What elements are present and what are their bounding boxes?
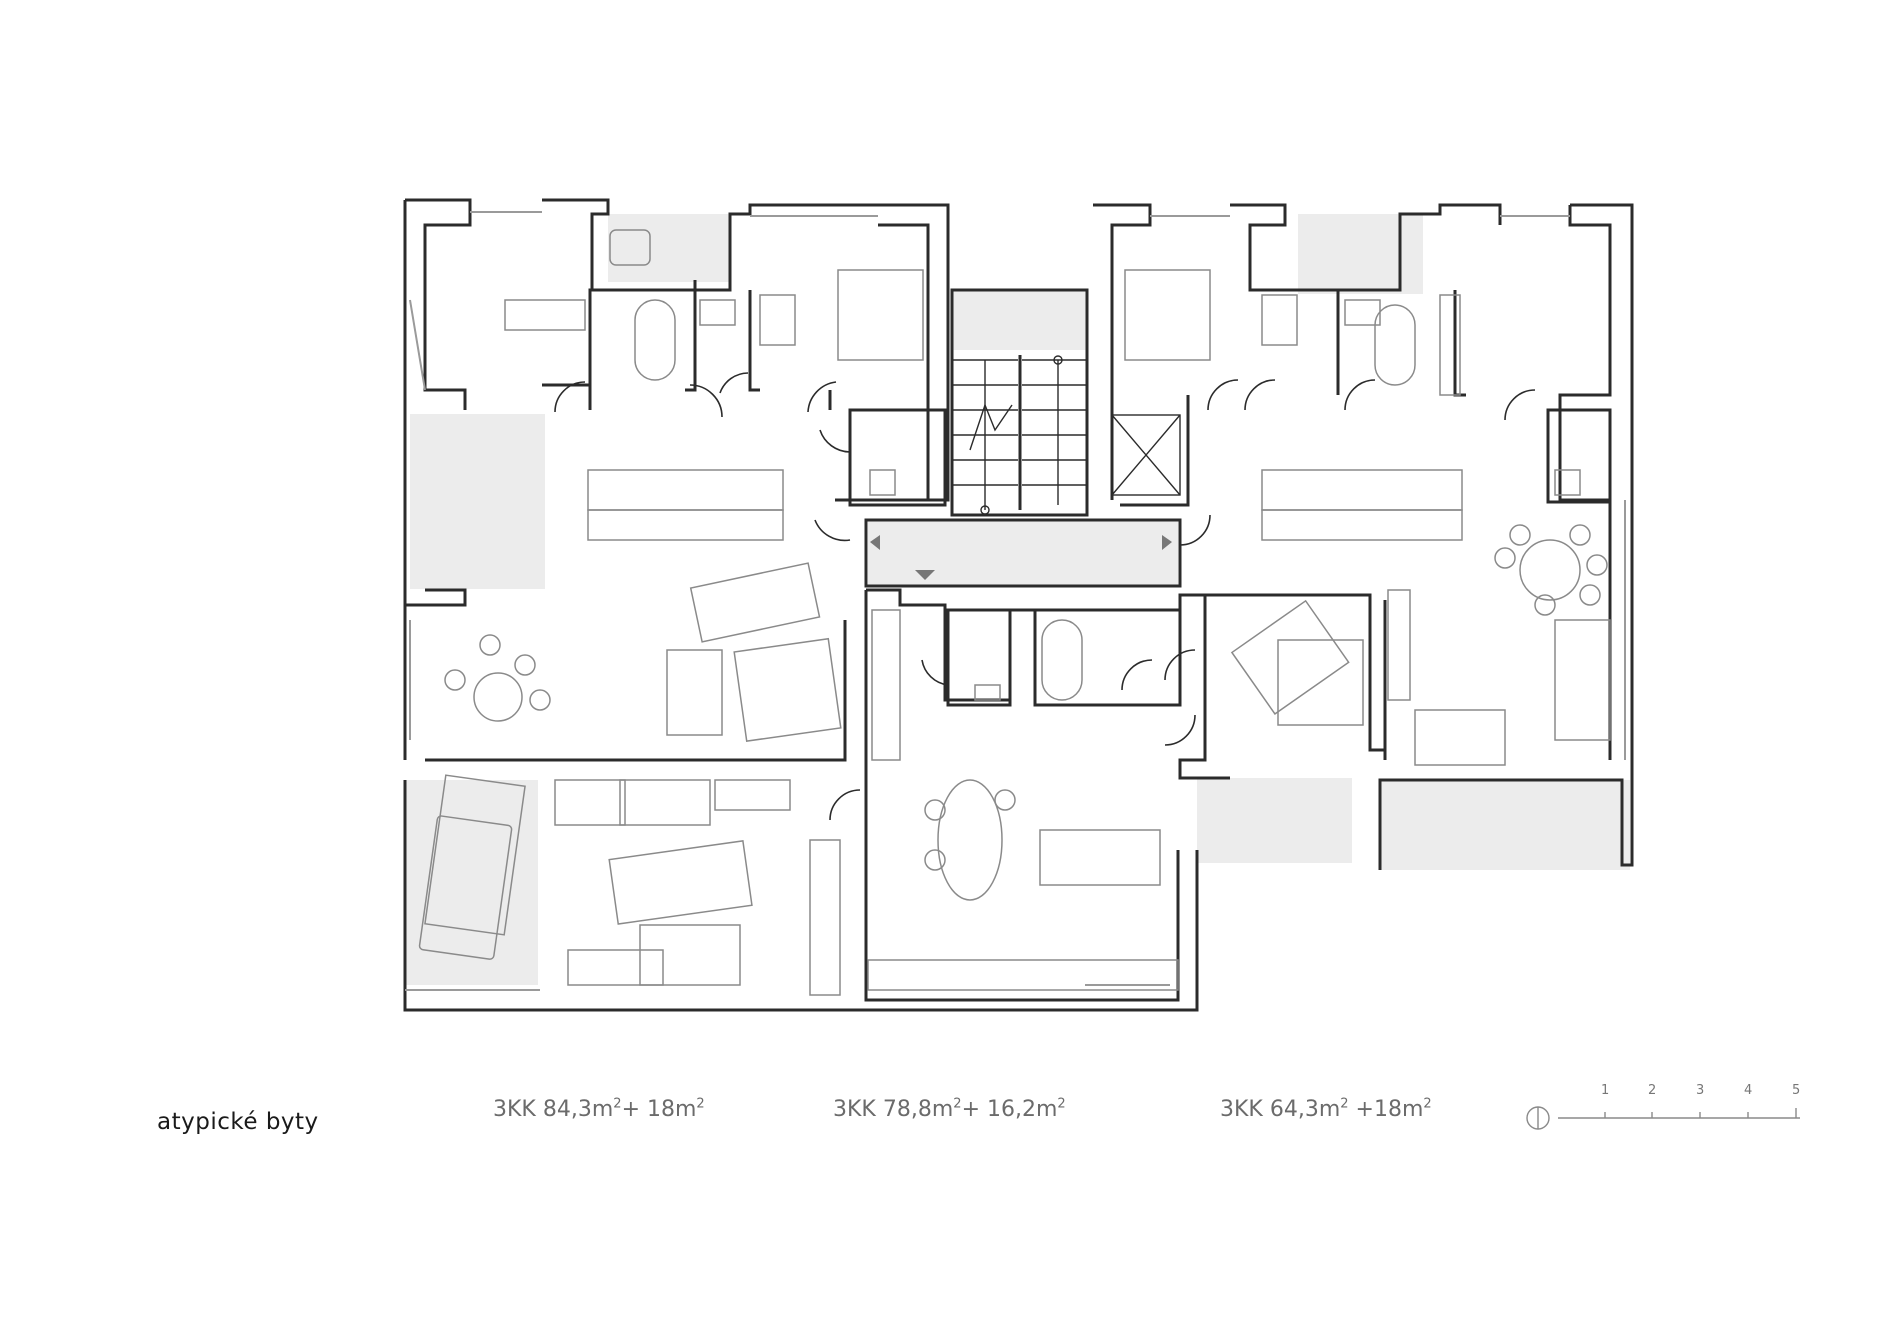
doors (554, 372, 1536, 821)
plan-title: atypické byty (157, 1109, 319, 1135)
scale-tick-label: 1 (1601, 1083, 1610, 1098)
corridor-arrows (870, 535, 1172, 580)
north-arrow-icon (1526, 1106, 1550, 1130)
walls (403, 198, 1634, 1012)
stairs (952, 355, 1181, 515)
scale-tick-label: 5 (1792, 1083, 1801, 1098)
apartment-caption-1: 3KK 84,3m2+ 18m2 (493, 1096, 705, 1122)
terrace-areas (405, 214, 1630, 985)
furniture (418, 229, 1611, 996)
apartment-caption-2: 3KK 78,8m2+ 16,2m2 (833, 1096, 1066, 1122)
scale-bar (1558, 1108, 1800, 1119)
windows (405, 211, 1626, 991)
scale-tick-label: 4 (1744, 1083, 1753, 1098)
scale-tick-label: 3 (1696, 1083, 1705, 1098)
apartment-caption-3: 3KK 64,3m2 +18m2 (1220, 1096, 1432, 1122)
scale-tick-label: 2 (1648, 1083, 1657, 1098)
